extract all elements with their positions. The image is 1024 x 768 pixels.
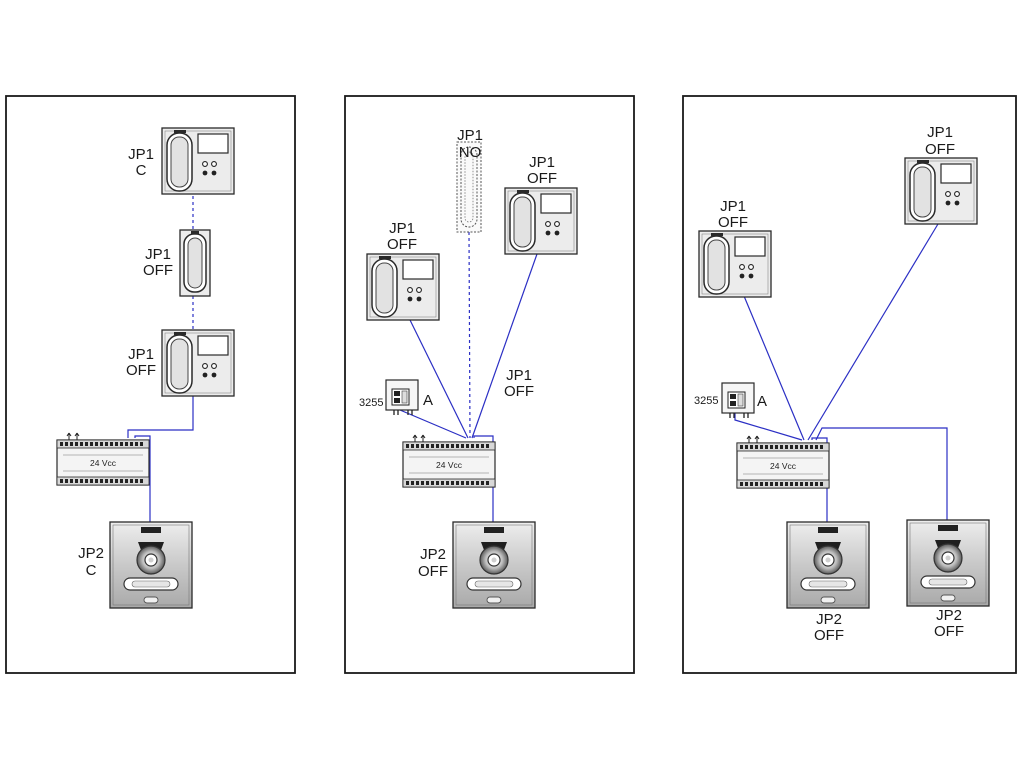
- jp-value: OFF: [814, 627, 844, 644]
- video-monitor-left: [366, 253, 440, 321]
- jp-label: JP2: [420, 546, 446, 563]
- psu-voltage-label: 24 Vcc: [770, 461, 797, 471]
- psu-voltage-label: 24 Vcc: [90, 458, 117, 468]
- label-door-panel: JP2 C: [78, 545, 104, 579]
- jp-value: OFF: [925, 141, 955, 158]
- label-door-panel-right: JP2 OFF: [934, 607, 964, 640]
- door-panel-left: [786, 521, 870, 609]
- label-wire: JP1 OFF: [504, 367, 534, 400]
- jp-label: JP1: [389, 220, 415, 237]
- jp-value: C: [136, 162, 147, 179]
- door-panel-1: [109, 521, 193, 609]
- video-monitor-right: [904, 157, 978, 225]
- label-door-panel: JP2 OFF: [418, 546, 448, 580]
- distributor-3255: [721, 382, 755, 419]
- distributor-3255: [385, 379, 419, 416]
- jp-label: JP2: [816, 611, 842, 628]
- distributor-code: 3255: [359, 397, 383, 409]
- jp-value: OFF: [934, 623, 964, 640]
- jp-value: OFF: [387, 236, 417, 253]
- panel-1: 24 Vcc JP1 C JP1 OFF JP1 OFF JP2 C: [5, 95, 296, 674]
- label-door-panel-left: JP2 OFF: [814, 611, 844, 644]
- power-supply-3: 24 Vcc: [736, 435, 830, 489]
- jp-value: OFF: [418, 563, 448, 580]
- label-monitor-right: JP1 OFF: [527, 154, 557, 187]
- jp-value: OFF: [143, 262, 173, 279]
- jp-value: OFF: [527, 170, 557, 187]
- video-monitor-right: [504, 187, 578, 255]
- jp-value: OFF: [126, 362, 156, 379]
- jp-label: JP1: [457, 127, 483, 144]
- panel-3: 3255 A 24 Vcc JP1 OFF JP1 OFF JP2 OFF JP…: [682, 95, 1017, 674]
- label-monitor-top: JP1 C: [128, 146, 154, 179]
- label-monitor-bottom: JP1 OFF: [126, 346, 156, 379]
- panel-1-wires: [127, 196, 194, 522]
- panel-3-frame: [682, 95, 1017, 674]
- video-monitor-2: [161, 329, 235, 397]
- door-panel-right: [906, 519, 990, 607]
- psu-voltage-label: 24 Vcc: [436, 460, 463, 470]
- distributor-letter: A: [423, 392, 433, 409]
- jp-label: JP1: [128, 146, 154, 163]
- jp-label: JP1: [927, 124, 953, 141]
- jp-label: JP1: [128, 346, 154, 363]
- panel-3-wires: [734, 223, 948, 522]
- jp-label: JP1: [529, 154, 555, 171]
- label-monitor-left: JP1 OFF: [718, 198, 748, 231]
- distributor-code: 3255: [694, 395, 718, 407]
- panel-2-frame: [344, 95, 635, 674]
- jp-label: JP2: [936, 607, 962, 624]
- label-monitor-right: JP1 OFF: [925, 124, 955, 158]
- label-monitor-left: JP1 OFF: [387, 220, 417, 253]
- jp-label: JP1: [720, 198, 746, 215]
- jp-label: JP1: [145, 246, 171, 263]
- jp-label: JP2: [78, 545, 104, 562]
- panel-2: 3255 A 24 Vcc JP1 OFF JP1 NO JP1 OFF JP1…: [344, 95, 635, 674]
- jp-value: OFF: [504, 383, 534, 400]
- jp-value: NO: [459, 144, 482, 161]
- jp-value: C: [86, 562, 97, 579]
- power-supply-1: 24 Vcc: [56, 432, 150, 486]
- panel-1-frame: [5, 95, 296, 674]
- audio-handset-1: [179, 229, 211, 297]
- label-handset: JP1 OFF: [143, 246, 173, 279]
- video-monitor-1: [161, 127, 235, 195]
- distributor-letter: A: [757, 393, 767, 410]
- jp-value: OFF: [718, 214, 748, 231]
- label-handset: JP1 NO: [457, 127, 483, 161]
- power-supply-2: 24 Vcc: [402, 434, 496, 488]
- jp-label: JP1: [506, 367, 532, 384]
- video-monitor-left: [698, 230, 772, 298]
- door-panel-2: [452, 521, 536, 609]
